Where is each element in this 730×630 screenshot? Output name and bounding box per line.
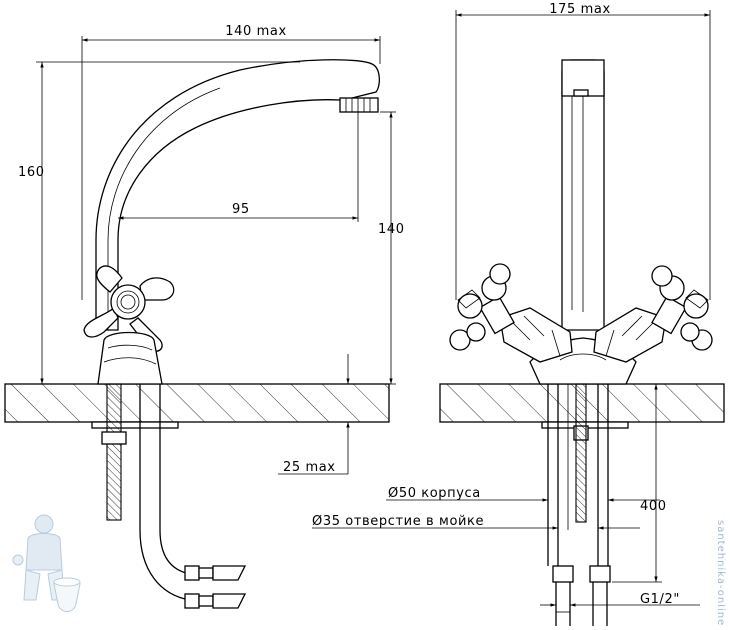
side-spout [95,59,380,331]
front-fitting-right [589,565,611,583]
side-stud [106,383,122,521]
front-hole-diameter-label: Ø35 отверстие в мойке [312,514,484,529]
front-hose-length-label: 400 [640,499,667,514]
front-view: 175 max Ø50 корпуса Ø35 отверстие в мойк… [312,2,725,626]
side-countertop [4,383,390,423]
side-reach-label: 95 [232,202,250,217]
side-nut-plate [91,421,179,429]
side-aerator [339,97,379,113]
front-thread-label: G1/2" [640,592,680,607]
front-stud [575,383,587,523]
side-spout-height-label: 140 [378,222,405,237]
front-body-diameter-label: Ø50 корпуса [388,486,481,501]
plumber-logo [12,514,81,612]
side-body-base [97,331,163,385]
side-deck-thickness-label: 25 max [283,460,336,475]
side-hose-1 [139,529,191,601]
front-right-valve [593,265,713,363]
side-width-label: 140 max [225,24,286,39]
side-view: 140 max 160 95 140 25 max [4,24,405,609]
front-width-label: 175 max [549,2,610,17]
watermark-text: santehnika-online [715,520,726,626]
front-fitting-left [552,565,574,583]
front-left-valve [449,263,573,363]
side-height-label: 160 [18,165,45,180]
